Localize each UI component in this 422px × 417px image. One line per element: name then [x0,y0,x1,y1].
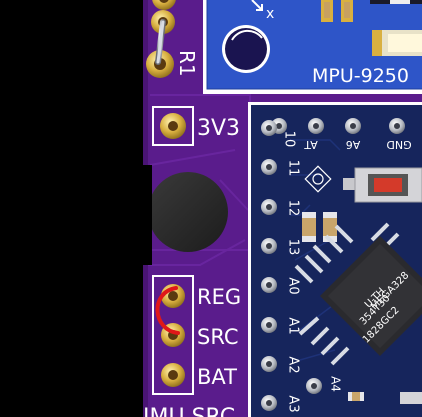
pin-label-a1: A1 [286,317,301,334]
imu-src-label: IMU SRC [143,405,235,417]
imu-axis-label: x [266,6,274,22]
side-header-pins [261,120,277,411]
pin-label-12: 12 [286,200,301,217]
pin-label-a0: A0 [286,277,301,294]
jumper-wire [155,286,180,335]
pin-label-10: 10 [282,131,297,148]
power-pad-label: 3V3 [197,116,240,141]
atmega-chip [294,222,422,366]
arduino-nano: AT A6 GND 10 11 12 13 A0 A1 A2 A3 A4 [248,102,422,417]
top-pin-label-gnd: GND [386,138,411,151]
pin-label-a2: A2 [286,356,301,373]
imu-module-label: MPU-9250 [312,65,409,87]
axis-arrow-icon [251,0,263,11]
power-pad-3v3: 3V3 [152,106,240,146]
clock-symbol-icon [304,165,332,193]
resistor-r1: R1 [146,0,199,78]
jumper-label-bat: BAT [197,365,237,389]
reset-button[interactable] [343,167,422,203]
top-pin-label-a6: A6 [346,138,361,151]
imu-module: x MPU-9250 [203,0,422,94]
inner-pin-label: A4 [329,376,343,392]
top-pin-label-at: AT [304,138,318,151]
top-header-pins [271,118,405,134]
resistor-label: R1 [175,50,199,77]
jumper-label-reg: REG [197,285,241,309]
buzzer [140,165,228,265]
pin-label-11: 11 [286,160,301,177]
imu-source-jumper: REG SRC BAT [152,275,241,395]
side-pin-labels: 10 11 12 13 A0 A1 A2 A3 [282,131,301,413]
pin-label-a3: A3 [286,395,301,412]
pin-label-13: 13 [286,239,301,256]
jumper-label-src: SRC [197,325,239,349]
